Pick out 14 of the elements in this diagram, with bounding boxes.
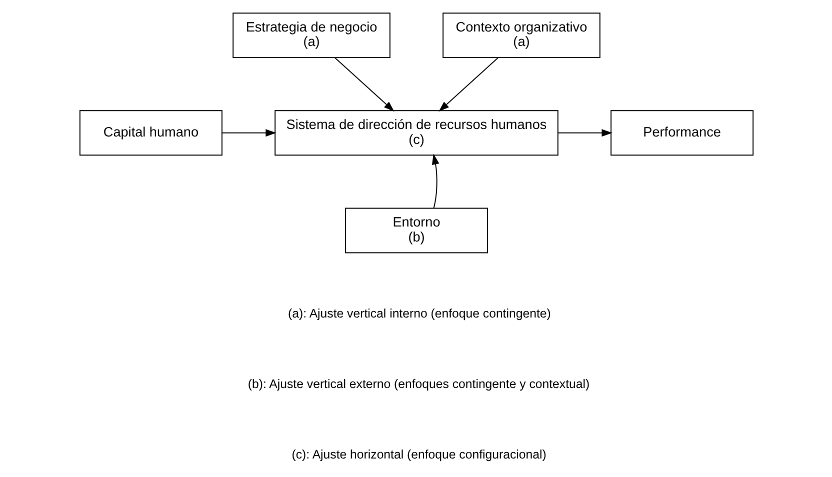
arrow — [431, 154, 439, 209]
label: (a): Ajuste vertical interno (enfoque contingente) — [288, 306, 550, 321]
node-box: Capital humano — [78, 110, 222, 156]
arrow — [438, 57, 498, 112]
node-box: Entorno (b) — [344, 208, 488, 254]
arrow — [221, 129, 276, 137]
label: (b): Ajuste vertical externo (enfoques contingente y contextual) — [247, 376, 590, 391]
node-box: Estrategia de negocio (a) — [232, 12, 390, 58]
arrow — [557, 129, 612, 137]
node-box: Performance — [610, 110, 754, 156]
arrow — [334, 57, 394, 112]
label: (c): Ajuste horizontal (enfoque configuracional) — [291, 447, 546, 462]
node-box: Contexto organizativo (a) — [442, 12, 600, 58]
node-box: Sistema de dirección de recursos humanos (c) — [274, 110, 558, 156]
